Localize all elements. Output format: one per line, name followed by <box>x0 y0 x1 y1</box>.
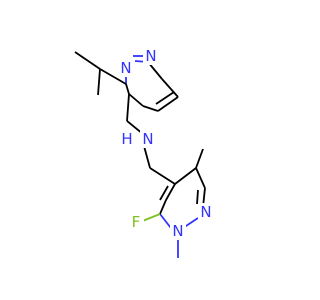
molecule-diagram: N N N H N N F <box>74 47 214 258</box>
bond <box>159 199 167 215</box>
atom-n-ring-lower-right: N <box>200 203 211 221</box>
bond <box>149 167 176 185</box>
bond <box>128 93 144 107</box>
atom-nh-nitrogen: N <box>142 130 153 148</box>
bond <box>159 185 169 201</box>
bond <box>196 189 199 205</box>
bond <box>161 78 179 98</box>
atom-n-ring-upper: N <box>120 59 131 77</box>
atom-label-layer: N N N H N N F <box>118 47 214 240</box>
bond <box>155 91 175 105</box>
bond <box>195 167 206 189</box>
bond <box>99 68 127 85</box>
bond <box>165 183 176 201</box>
bond <box>143 145 151 169</box>
bond <box>174 167 197 185</box>
bond-layer <box>74 51 206 258</box>
bond <box>126 93 130 122</box>
atom-nh-hydrogen: H <box>121 130 132 148</box>
atom-n-ring-lower-left: N <box>172 222 183 240</box>
atom-n-ring-top: N <box>145 47 156 65</box>
bond <box>157 96 179 112</box>
bond <box>97 68 101 96</box>
bond <box>74 51 101 70</box>
atom-fluorine: F <box>132 213 141 231</box>
bond <box>142 105 159 112</box>
bond <box>125 83 130 95</box>
bond <box>195 148 204 169</box>
